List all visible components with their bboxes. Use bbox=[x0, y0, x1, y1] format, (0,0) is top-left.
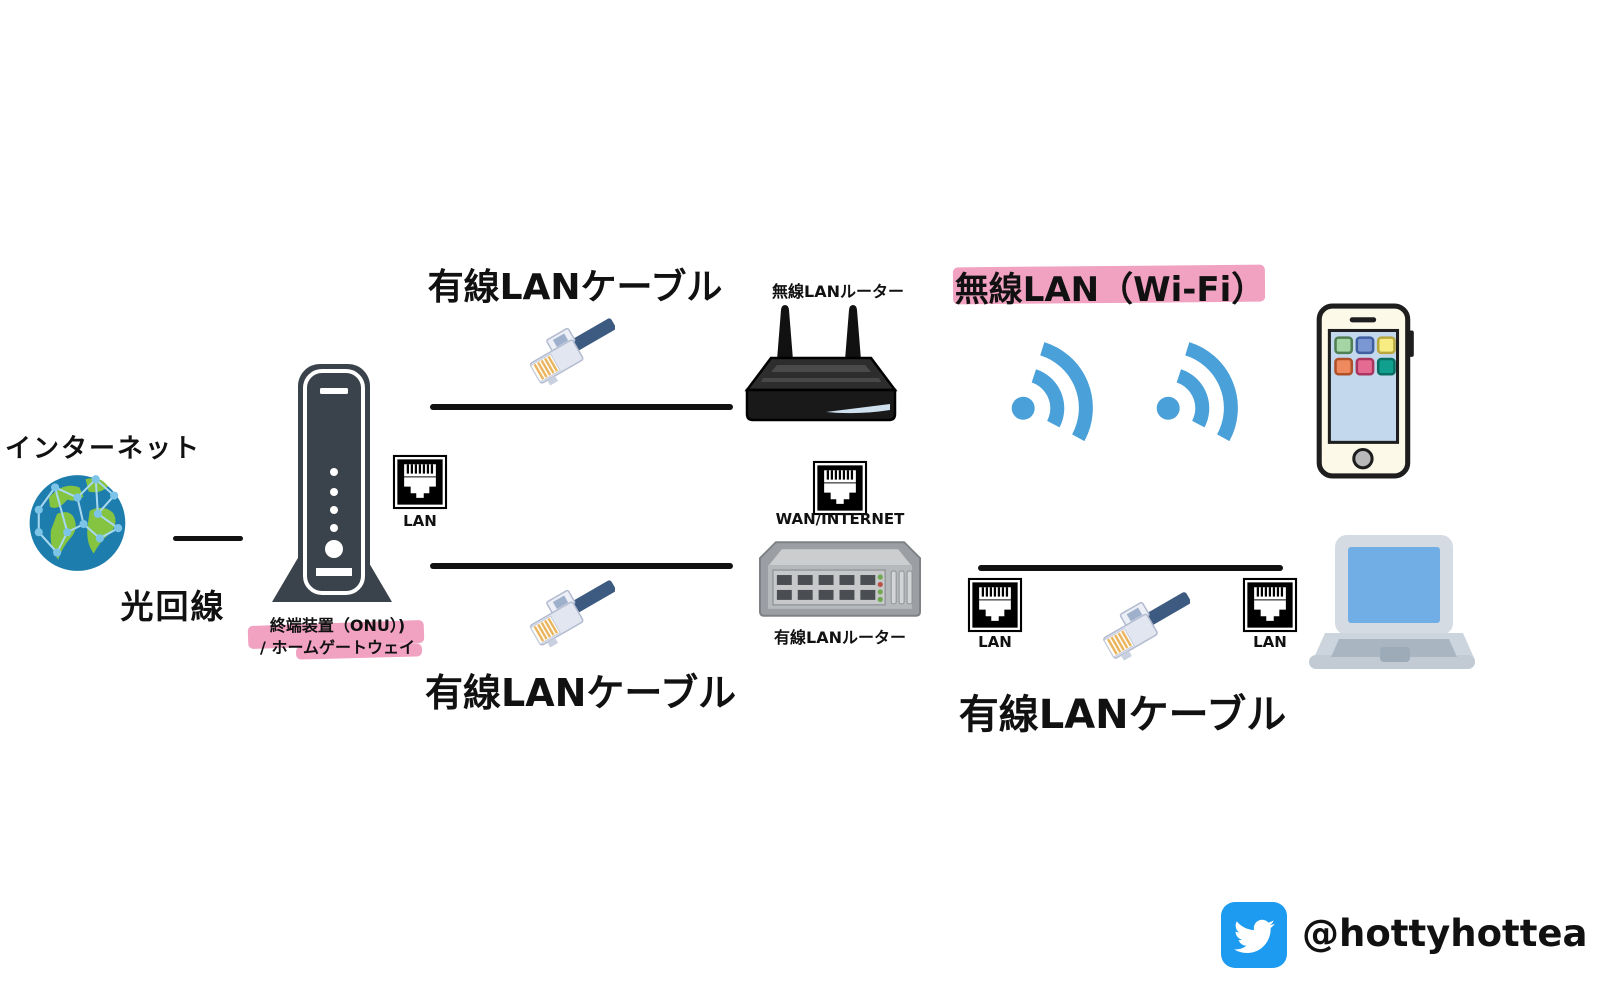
onu-caption-line1: 終端装置（ONU）) bbox=[269, 616, 406, 635]
laptop-icon bbox=[1306, 533, 1478, 673]
wireless-router-icon bbox=[740, 300, 902, 428]
wired-router-icon bbox=[758, 540, 922, 620]
lan-port-icon bbox=[392, 454, 448, 510]
wan-port-label: WAN/INTERNET bbox=[775, 510, 905, 528]
smartphone-icon bbox=[1316, 302, 1416, 480]
wifi-signal-icon bbox=[1150, 335, 1242, 447]
lan-cable-icon bbox=[515, 310, 615, 395]
laptop-lan-port-label: LAN bbox=[1253, 633, 1287, 651]
fiber-label: 光回線 bbox=[120, 587, 226, 626]
cable-top-label: 有線LANケーブル bbox=[427, 267, 723, 308]
onu-lan-port-label: LAN bbox=[403, 512, 437, 530]
cable-bottom-left-label: 有線LANケーブル bbox=[425, 671, 737, 715]
onu-device-icon bbox=[258, 352, 396, 604]
wireless-router-caption: 無線LANルーター bbox=[772, 282, 904, 301]
wired-router-caption: 有線LANルーター bbox=[774, 628, 906, 647]
wifi-label: 無線LAN（Wi-Fi） bbox=[954, 270, 1266, 310]
twitter-handle: @hottyhottea bbox=[1302, 912, 1588, 955]
connection-line-bottom-left bbox=[430, 563, 733, 569]
lan-cable-icon bbox=[515, 572, 615, 657]
cable-bottom-right-label: 有線LANケーブル bbox=[958, 692, 1287, 738]
internet-label: インターネット bbox=[5, 434, 202, 464]
wifi-signal-icon bbox=[1005, 335, 1097, 447]
lan-port-icon bbox=[1242, 577, 1298, 633]
switch-lan-port-label: LAN bbox=[978, 633, 1012, 651]
globe-network-icon bbox=[25, 465, 135, 577]
connection-line-bottom-right bbox=[978, 565, 1283, 571]
fiber-line bbox=[173, 536, 243, 541]
twitter-icon bbox=[1221, 902, 1287, 968]
lan-cable-icon bbox=[1088, 583, 1190, 671]
connection-line-top bbox=[430, 404, 733, 410]
wan-port-icon bbox=[812, 460, 868, 516]
onu-caption-line2: / ホームゲートウェイ bbox=[260, 638, 415, 658]
lan-port-icon bbox=[967, 577, 1023, 633]
onu-caption: 終端装置（ONU）) / ホームゲートウェイ bbox=[240, 615, 435, 660]
